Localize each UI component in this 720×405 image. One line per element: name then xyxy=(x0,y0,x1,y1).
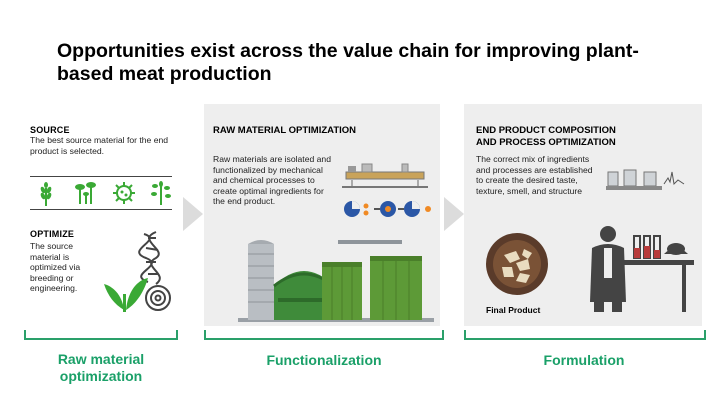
stage-label-1-line2: optimization xyxy=(59,368,143,384)
scientist-illustration xyxy=(590,226,694,312)
end-product-text: The correct mix of ingredients and proce… xyxy=(476,154,593,196)
stage-label-2: Functionalization xyxy=(266,352,382,368)
dna-plant-icon xyxy=(104,231,171,312)
analysis-instrument-icon xyxy=(606,169,685,190)
mushroom-icon xyxy=(75,182,96,204)
extruder-icon xyxy=(342,163,428,188)
stage-bracket-3 xyxy=(464,330,706,340)
source-section: SOURCE The best source material for the … xyxy=(30,125,180,156)
factory-illustration xyxy=(238,240,434,322)
optimize-heading: OPTIMIZE xyxy=(30,229,75,239)
raw-material-heading: RAW MATERIAL OPTIMIZATION xyxy=(213,125,357,136)
final-product-label: Final Product xyxy=(486,305,541,315)
end-product-heading-line2: AND PROCESS OPTIMIZATION xyxy=(476,137,616,148)
source-text: The best source material for the end pro… xyxy=(30,135,169,156)
flow-arrow-1 xyxy=(183,197,203,231)
stage-label-1: Raw material optimization xyxy=(24,351,178,385)
source-heading: SOURCE xyxy=(30,125,70,135)
stage-bracket-2 xyxy=(204,330,444,340)
molecule-process-icon xyxy=(344,201,431,217)
raw-material-text: Raw materials are isolated and functiona… xyxy=(213,154,331,206)
divider xyxy=(30,209,172,210)
algae-icon xyxy=(151,181,171,205)
wheat-icon xyxy=(40,182,52,206)
stage-label-3: Formulation xyxy=(543,352,625,368)
slide-title: Opportunities exist across the value cha… xyxy=(57,40,639,85)
flow-arrow-2 xyxy=(444,197,464,231)
stage-label-1-line1: Raw material xyxy=(57,351,145,367)
optimize-text: The source material is optimized via bre… xyxy=(30,241,81,293)
end-product-heading-line1: END PRODUCT COMPOSITION xyxy=(476,125,616,136)
stage-bracket-1 xyxy=(24,330,178,340)
divider xyxy=(30,176,172,177)
final-product-image xyxy=(486,233,548,295)
microbe-icon xyxy=(113,182,135,204)
